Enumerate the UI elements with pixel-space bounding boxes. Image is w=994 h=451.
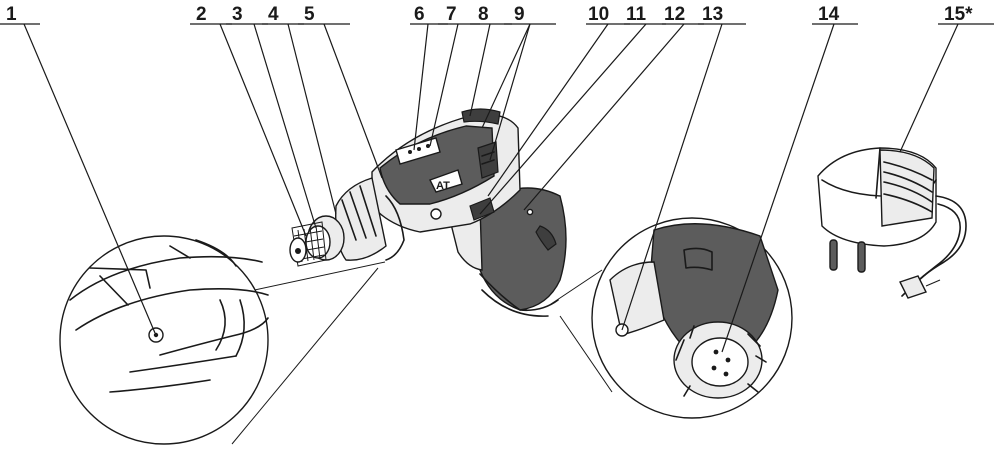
callout-3: 3 [232, 4, 243, 25]
callout-2: 2 [196, 4, 207, 25]
housing-logo-mark: AT [436, 180, 450, 192]
callout-15: 15* [944, 4, 973, 25]
callout-8: 8 [478, 4, 489, 25]
callout-6: 6 [414, 4, 425, 25]
callout-10: 10 [588, 4, 609, 25]
leader-lines [0, 23, 994, 353]
callout-13: 13 [702, 4, 723, 25]
callout-9: 9 [514, 4, 525, 25]
callout-5: 5 [304, 4, 315, 25]
screwdriver-illustration: AT [289, 108, 567, 317]
callout-1: 1 [6, 4, 17, 25]
left-detail-magnifier [59, 235, 386, 445]
left-detail-drawing [69, 239, 269, 393]
right-detail-magnifier [547, 217, 793, 419]
callout-4: 4 [268, 4, 279, 25]
callout-12: 12 [664, 4, 685, 25]
callout-14: 14 [818, 4, 840, 25]
callout-labels: 1 2 3 4 5 6 7 8 9 10 11 12 13 14 15* [6, 4, 973, 25]
right-detail-drawing [609, 223, 779, 399]
charger-illustration [817, 147, 967, 299]
callout-7: 7 [446, 4, 457, 25]
callout-11: 11 [626, 4, 647, 25]
